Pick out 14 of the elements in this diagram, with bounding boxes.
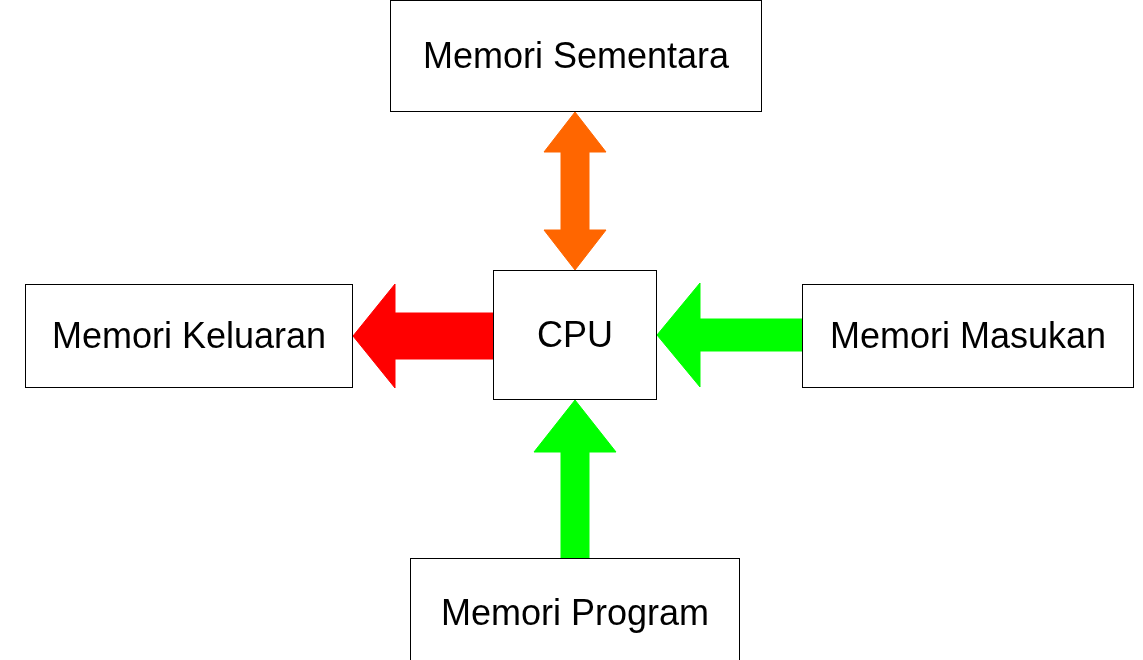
block-arrow — [533, 399, 617, 559]
process-box — [493, 270, 657, 400]
box-label: Memori Keluaran — [51, 315, 327, 357]
box-label: Memori Sementara — [422, 35, 730, 77]
block-arrow — [543, 111, 607, 271]
box-label: Memori Masukan — [829, 315, 1107, 357]
block-arrow — [656, 282, 803, 388]
process-box — [25, 284, 353, 388]
process-box — [390, 0, 762, 112]
block-arrow — [352, 283, 494, 389]
box-label: Memori Program — [440, 592, 710, 634]
box-label: CPU — [537, 314, 613, 356]
process-box — [802, 284, 1134, 388]
process-box — [410, 558, 740, 660]
